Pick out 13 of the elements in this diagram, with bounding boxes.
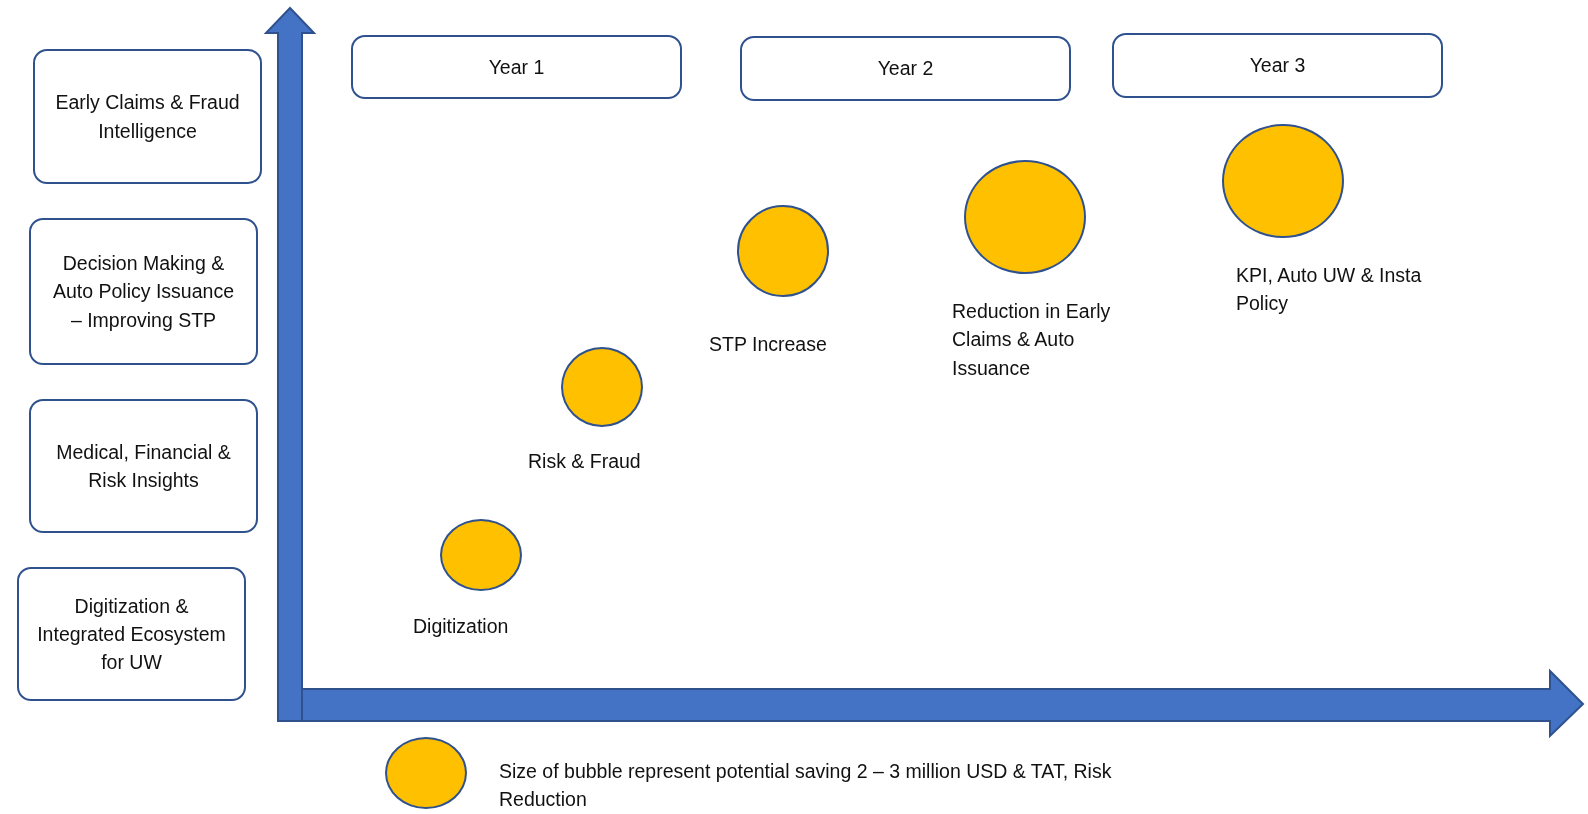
- legend-text: Size of bubble represent potential saving 2 – 3 million USD & TAT, Risk Reduction: [499, 759, 1113, 813]
- year-box: Year 3: [1112, 33, 1443, 98]
- capability-box: Early Claims & Fraud Intelligence: [33, 49, 262, 184]
- bubble-label: Digitization: [413, 614, 510, 639]
- bubble-label: Reduction in Early Claims & Auto Issuance: [952, 299, 1112, 381]
- capability-box: Decision Making & Auto Policy Issuance – Improving STP: [29, 218, 258, 365]
- bubble-label: KPI, Auto UW & Insta Policy: [1236, 263, 1423, 317]
- capability-box: Medical, Financial & Risk Insights: [29, 399, 258, 533]
- capability-box: Digitization & Integrated Ecosystem for UW: [17, 567, 246, 701]
- year-box: Year 2: [740, 36, 1071, 101]
- bubble-label: Risk & Fraud: [528, 449, 642, 474]
- year-box: Year 1: [351, 35, 682, 99]
- bubble-label: STP Increase: [709, 332, 828, 357]
